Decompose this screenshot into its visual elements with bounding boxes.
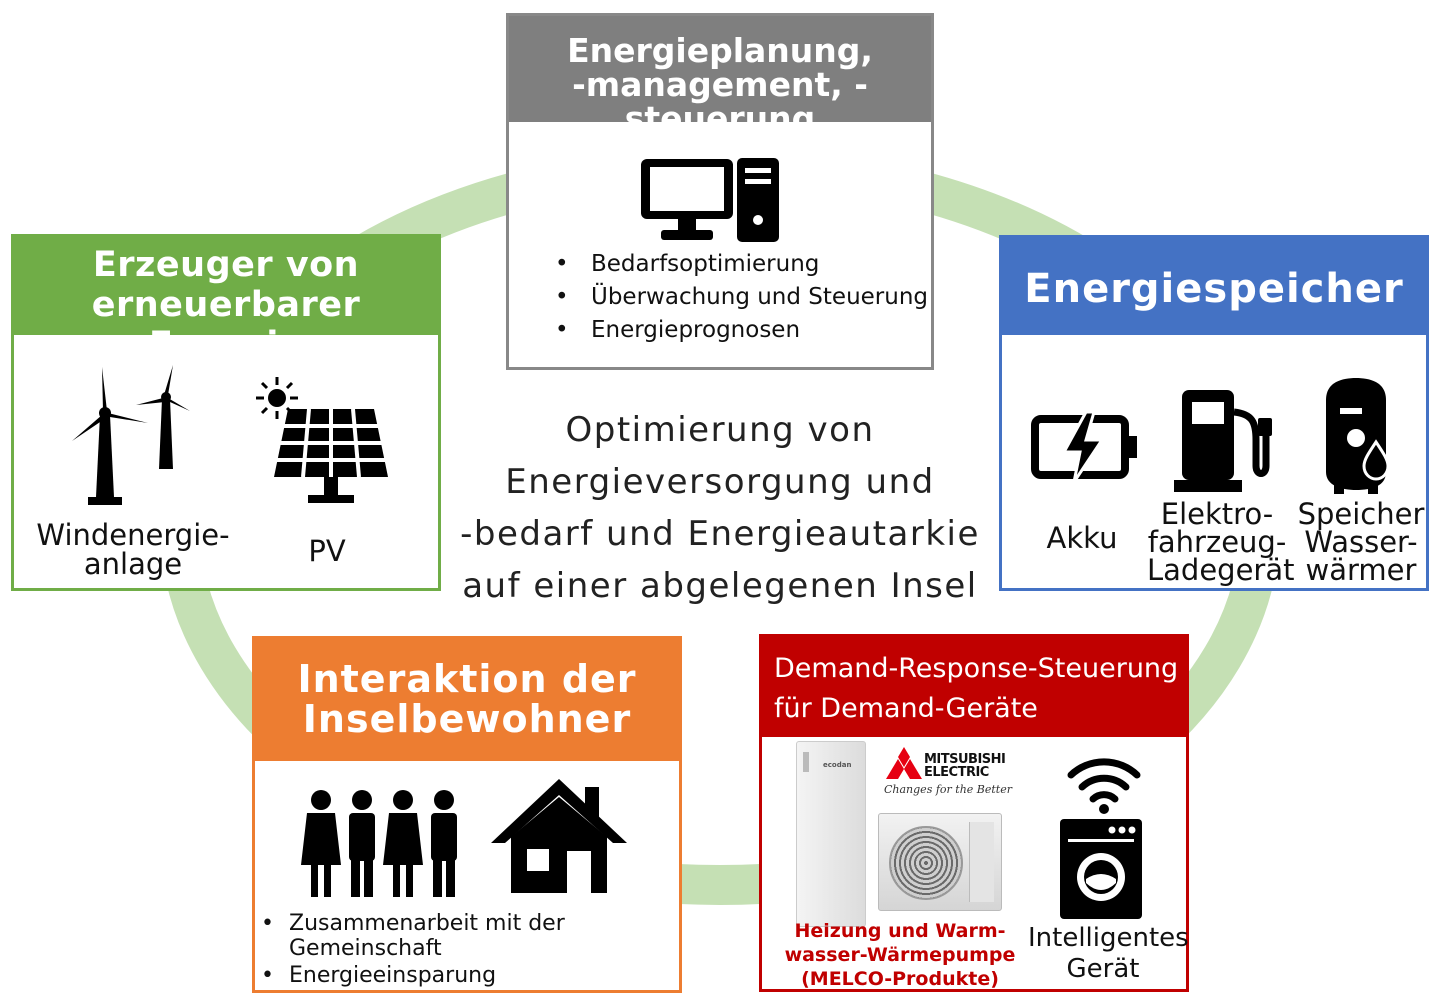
- indoor-unit-panel: [803, 752, 809, 772]
- mitsubishi-logo-icon: [886, 747, 922, 779]
- heat-pump-indoor-unit: ecodan: [796, 741, 866, 927]
- heatpump-label-line: (MELCO-Produkte): [801, 968, 999, 990]
- generation-header: Erzeuger von erneuerbarer Energie: [14, 237, 438, 365]
- brand-name-line: ELECTRIC: [924, 765, 989, 780]
- interaction-box: Interaktion der Inselbewohner Zusammenar…: [252, 636, 682, 993]
- wind-turbine-icon: [72, 365, 190, 505]
- generation-title-line: Erzeuger von: [92, 245, 360, 285]
- ev-charger-icon: [1174, 390, 1272, 492]
- people-icon: [301, 790, 457, 897]
- demand-response-box: Demand-Response-Steuerung für Demand-Ger…: [759, 634, 1189, 992]
- outdoor-unit-side: [969, 822, 994, 902]
- heatpump-label-line: Heizung und Warm-: [794, 920, 1006, 942]
- brand-tagline: Changes for the Better: [884, 783, 1012, 796]
- interaction-bullet-line: Gemeinschaft: [289, 936, 442, 961]
- outdoor-unit-fan: [889, 826, 963, 900]
- interaction-title-line: Interaktion der: [297, 657, 637, 701]
- wind-label: Windenergie- anlage: [28, 521, 238, 579]
- heater-label-line: Wasser-: [1304, 525, 1418, 559]
- heater-label-line: wärmer: [1305, 553, 1417, 587]
- storage-header: Energiespeicher: [1002, 238, 1426, 335]
- heater-label-line: Speicher: [1297, 497, 1425, 531]
- management-title-line: -management, -steuerung: [572, 65, 868, 138]
- center-text-line: Energieversorgung und: [505, 462, 935, 502]
- battery-icon: [1031, 410, 1137, 483]
- center-text-line: auf einer abgelegenen Insel: [462, 566, 978, 606]
- wind-label-line: anlage: [83, 547, 183, 581]
- management-box: Energieplanung, -management, -steuerung …: [506, 13, 934, 370]
- charger-label-line: fahrzeug-: [1147, 525, 1287, 559]
- pv-label: PV: [308, 534, 346, 568]
- house-icon: [491, 779, 627, 893]
- demand-response-header: Demand-Response-Steuerung für Demand-Ger…: [762, 637, 1186, 737]
- wind-label-line: Windenergie-: [36, 518, 230, 552]
- management-header: Energieplanung, -management, -steuerung: [509, 16, 931, 136]
- interaction-bullet-list: Zusammenarbeit mit der Gemeinschaft Ener…: [261, 911, 565, 988]
- management-bullet: Bedarfsoptimierung: [555, 248, 928, 281]
- indoor-unit-brand: ecodan: [823, 761, 852, 769]
- charger-label-line: Ladegerät: [1147, 553, 1295, 587]
- heatpump-label-line: wasser-Wärmepumpe: [784, 944, 1016, 966]
- demand-response-title-line: für Demand-Geräte: [774, 693, 1038, 724]
- storage-box: Energiespeicher Akku Elektro- fahrzeug- …: [999, 235, 1429, 591]
- center-text: Optimierung von Energieversorgung und -b…: [440, 404, 1000, 612]
- center-text-line: Optimierung von: [565, 410, 875, 450]
- interaction-header: Interaktion der Inselbewohner: [255, 639, 679, 761]
- wifi-icon: [1067, 758, 1141, 814]
- smart-device-label-line: Gerät: [1066, 954, 1140, 984]
- heater-label: Speicher Wasser- wärmer: [1296, 497, 1426, 587]
- smart-device-label: Intelligentes Gerät: [1028, 923, 1189, 985]
- generation-title-line: erneuerbarer Energie: [91, 285, 361, 365]
- management-bullet: Energieprognosen: [555, 314, 928, 347]
- brand-name-line: MITSUBISHI: [924, 752, 1006, 767]
- generation-box: Erzeuger von erneuerbarer Energie: [11, 234, 441, 591]
- computer-icon: [641, 158, 779, 242]
- charger-label-line: Elektro-: [1160, 497, 1274, 531]
- interaction-bullet: Zusammenarbeit mit der Gemeinschaft: [261, 911, 565, 961]
- smart-device-label-line: Intelligentes: [1028, 923, 1189, 953]
- center-text-line: -bedarf und Energieautarkie: [460, 514, 980, 554]
- water-heater-icon: [1326, 378, 1390, 494]
- interaction-bullet-line: Zusammenarbeit mit der: [289, 911, 565, 936]
- heat-pump-outdoor-unit: [878, 813, 1002, 911]
- interaction-title-line: Inselbewohner: [302, 697, 632, 741]
- charger-label: Elektro- fahrzeug- Ladegerät: [1147, 497, 1295, 587]
- management-title-line: Energieplanung,: [567, 31, 873, 70]
- heatpump-label: Heizung und Warm- wasser-Wärmepumpe (MEL…: [770, 919, 1030, 991]
- demand-response-title-line: Demand-Response-Steuerung: [774, 653, 1179, 684]
- washing-machine-icon: [1060, 819, 1142, 919]
- interaction-bullet: Energieeinsparung: [261, 963, 565, 988]
- solar-panel-icon: [274, 408, 388, 503]
- brand-name: MITSUBISHI ELECTRIC: [924, 752, 1006, 780]
- battery-label: Akku: [1046, 521, 1118, 555]
- management-bullet-list: Bedarfsoptimierung Überwachung und Steue…: [555, 248, 928, 347]
- management-bullet: Überwachung und Steuerung: [555, 281, 928, 314]
